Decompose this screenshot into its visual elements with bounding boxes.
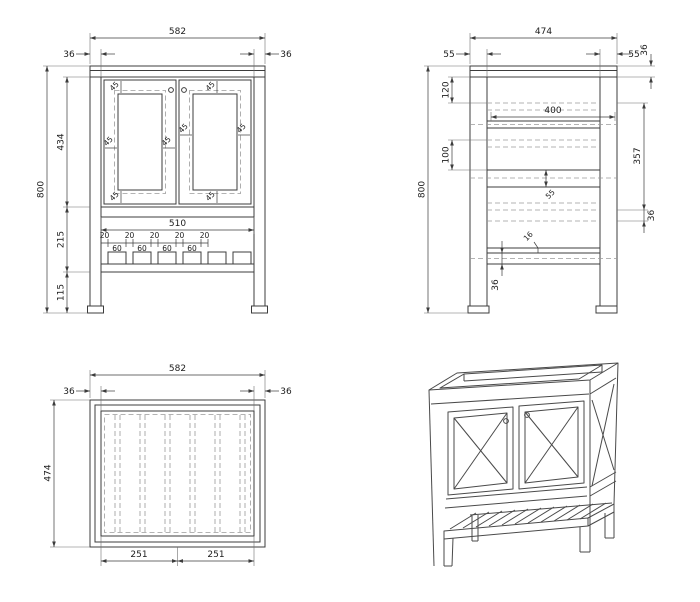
shelf-slat [207, 251, 227, 265]
front-right-foot [251, 305, 268, 314]
dim-slat-width: 60 [112, 244, 122, 253]
front-right-leg [253, 76, 266, 307]
dim-front-total-height: 800 [37, 181, 47, 198]
dim-frame-width: 45 [108, 190, 121, 203]
dim-side-bottom-rail: 36 [491, 279, 501, 291]
dim-side-total-depth: 474 [535, 27, 552, 37]
dim-side-mid-rail: 55 [544, 188, 557, 201]
shelf-slat [232, 251, 252, 265]
side-back-post [599, 76, 618, 307]
right-door-knob [181, 87, 187, 93]
side-view: 474 55 55 36 800 120 100 [418, 27, 657, 314]
front-view: 582 36 36 800 434 215 115 510 [37, 27, 292, 314]
front-left-leg [89, 76, 102, 307]
side-mid-rail [486, 169, 601, 188]
dim-side-shelf-depth: 400 [544, 106, 561, 116]
dim-plan-half-right: 251 [207, 550, 224, 560]
dim-side-slat-thickness: 16 [522, 230, 535, 243]
front-left-door-panel [117, 93, 163, 191]
dim-front-total-width: 582 [169, 27, 186, 37]
dim-front-shelf-section: 215 [57, 231, 67, 248]
shelf-slat [157, 251, 177, 265]
dim-side-top-rail: 36 [640, 44, 650, 56]
right-door-knob-3d [524, 412, 530, 418]
dim-side-inner-height: 357 [633, 147, 643, 164]
left-door-3d [447, 406, 514, 496]
dim-side-total-height: 800 [418, 181, 428, 198]
side-brace-diagonal [591, 383, 615, 487]
front-right-door-panel [192, 93, 238, 191]
side-dimensions: 474 55 55 36 800 120 100 [418, 27, 657, 314]
dim-side-front-post: 55 [443, 50, 454, 60]
dim-front-right-edge: 36 [280, 50, 292, 60]
plan-dimensions: 582 36 36 474 251 251 [44, 364, 292, 566]
right-door-3d [518, 400, 585, 490]
left-door-knob-3d [503, 418, 509, 424]
dim-side-top-offset: 120 [442, 81, 452, 98]
dim-plan-total-depth: 474 [44, 464, 54, 481]
dim-slat-width: 60 [162, 244, 172, 253]
front-right-door [178, 79, 252, 205]
shelf-slat [182, 251, 202, 265]
shelf-slat [132, 251, 152, 265]
dim-slat-width: 60 [137, 244, 147, 253]
perspective-view [428, 362, 619, 567]
shelf-front-edge [443, 517, 589, 540]
dim-side-back-post: 55 [628, 50, 639, 60]
dim-slat-gap: 20 [100, 231, 110, 240]
shelf-slat [107, 251, 127, 265]
side-back-foot [595, 305, 618, 314]
side-front-post [469, 76, 488, 307]
dim-plan-right-edge: 36 [280, 387, 292, 397]
dim-plan-total-width: 582 [169, 364, 186, 374]
front-left-foot [87, 305, 104, 314]
dim-front-left-edge: 36 [63, 50, 75, 60]
dim-plan-left-edge: 36 [63, 387, 75, 397]
left-door-knob [168, 87, 174, 93]
side-front-foot [467, 305, 490, 314]
dim-plan-half-left: 251 [130, 550, 147, 560]
dim-slat-gap: 20 [125, 231, 135, 240]
dim-side-mid-rail-thickness: 36 [647, 210, 657, 222]
dim-slat-width: 60 [187, 244, 197, 253]
dim-front-shelf-inner-width: 510 [169, 219, 186, 229]
dim-slat-gap: 20 [175, 231, 185, 240]
dim-slat-gap: 20 [150, 231, 160, 240]
front-left-door [103, 79, 177, 205]
plan-view: 582 36 36 474 251 251 [44, 364, 292, 566]
dim-slat-gap: 20 [200, 231, 210, 240]
front-cabinet-geometry [87, 65, 268, 314]
side-cabinet-geometry [467, 65, 618, 314]
dim-frame-width: 45 [204, 190, 217, 203]
dim-side-mid-offset: 100 [442, 146, 452, 163]
dim-front-leg-section: 115 [57, 284, 67, 301]
dim-front-door-section: 434 [57, 133, 67, 150]
plan-geometry [89, 399, 266, 548]
